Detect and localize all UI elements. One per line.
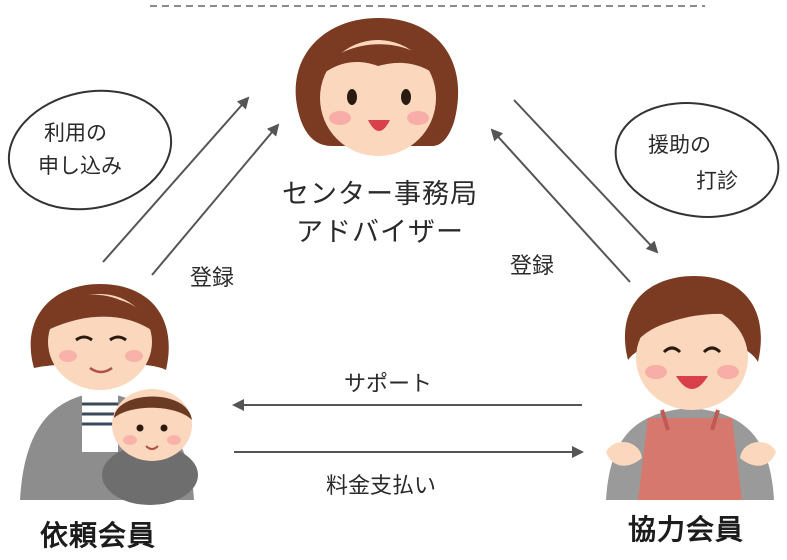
arrow-register-left: [151, 123, 280, 276]
arrow-assist-request: [513, 99, 659, 254]
right-bubble-line2: 打診: [696, 169, 738, 193]
arrow-register-right: [490, 128, 631, 283]
right-bubble-outline: [614, 102, 780, 218]
right-bubble-line1: 援助の: [648, 133, 711, 157]
arrow-apply: [102, 96, 250, 263]
cooperator-illustration: [606, 276, 776, 500]
center-title: センター事務局: [282, 179, 478, 210]
left-bubble-outline: [7, 89, 173, 211]
label-support: サポート: [344, 372, 433, 397]
member-cooperator: 協力会員: [628, 513, 745, 546]
advisor-illustration: [295, 18, 459, 156]
requester-illustration: [20, 284, 198, 505]
member-requester: 依頼会員: [40, 519, 157, 552]
label-register-left: 登録: [190, 266, 235, 291]
label-payment: 料金支払い: [326, 474, 437, 499]
label-register-right: 登録: [510, 254, 555, 279]
center-subtitle: アドバイザー: [296, 217, 464, 248]
left-bubble-line1: 利用の: [44, 121, 107, 145]
left-bubble-line2: 申し込み: [38, 154, 122, 178]
